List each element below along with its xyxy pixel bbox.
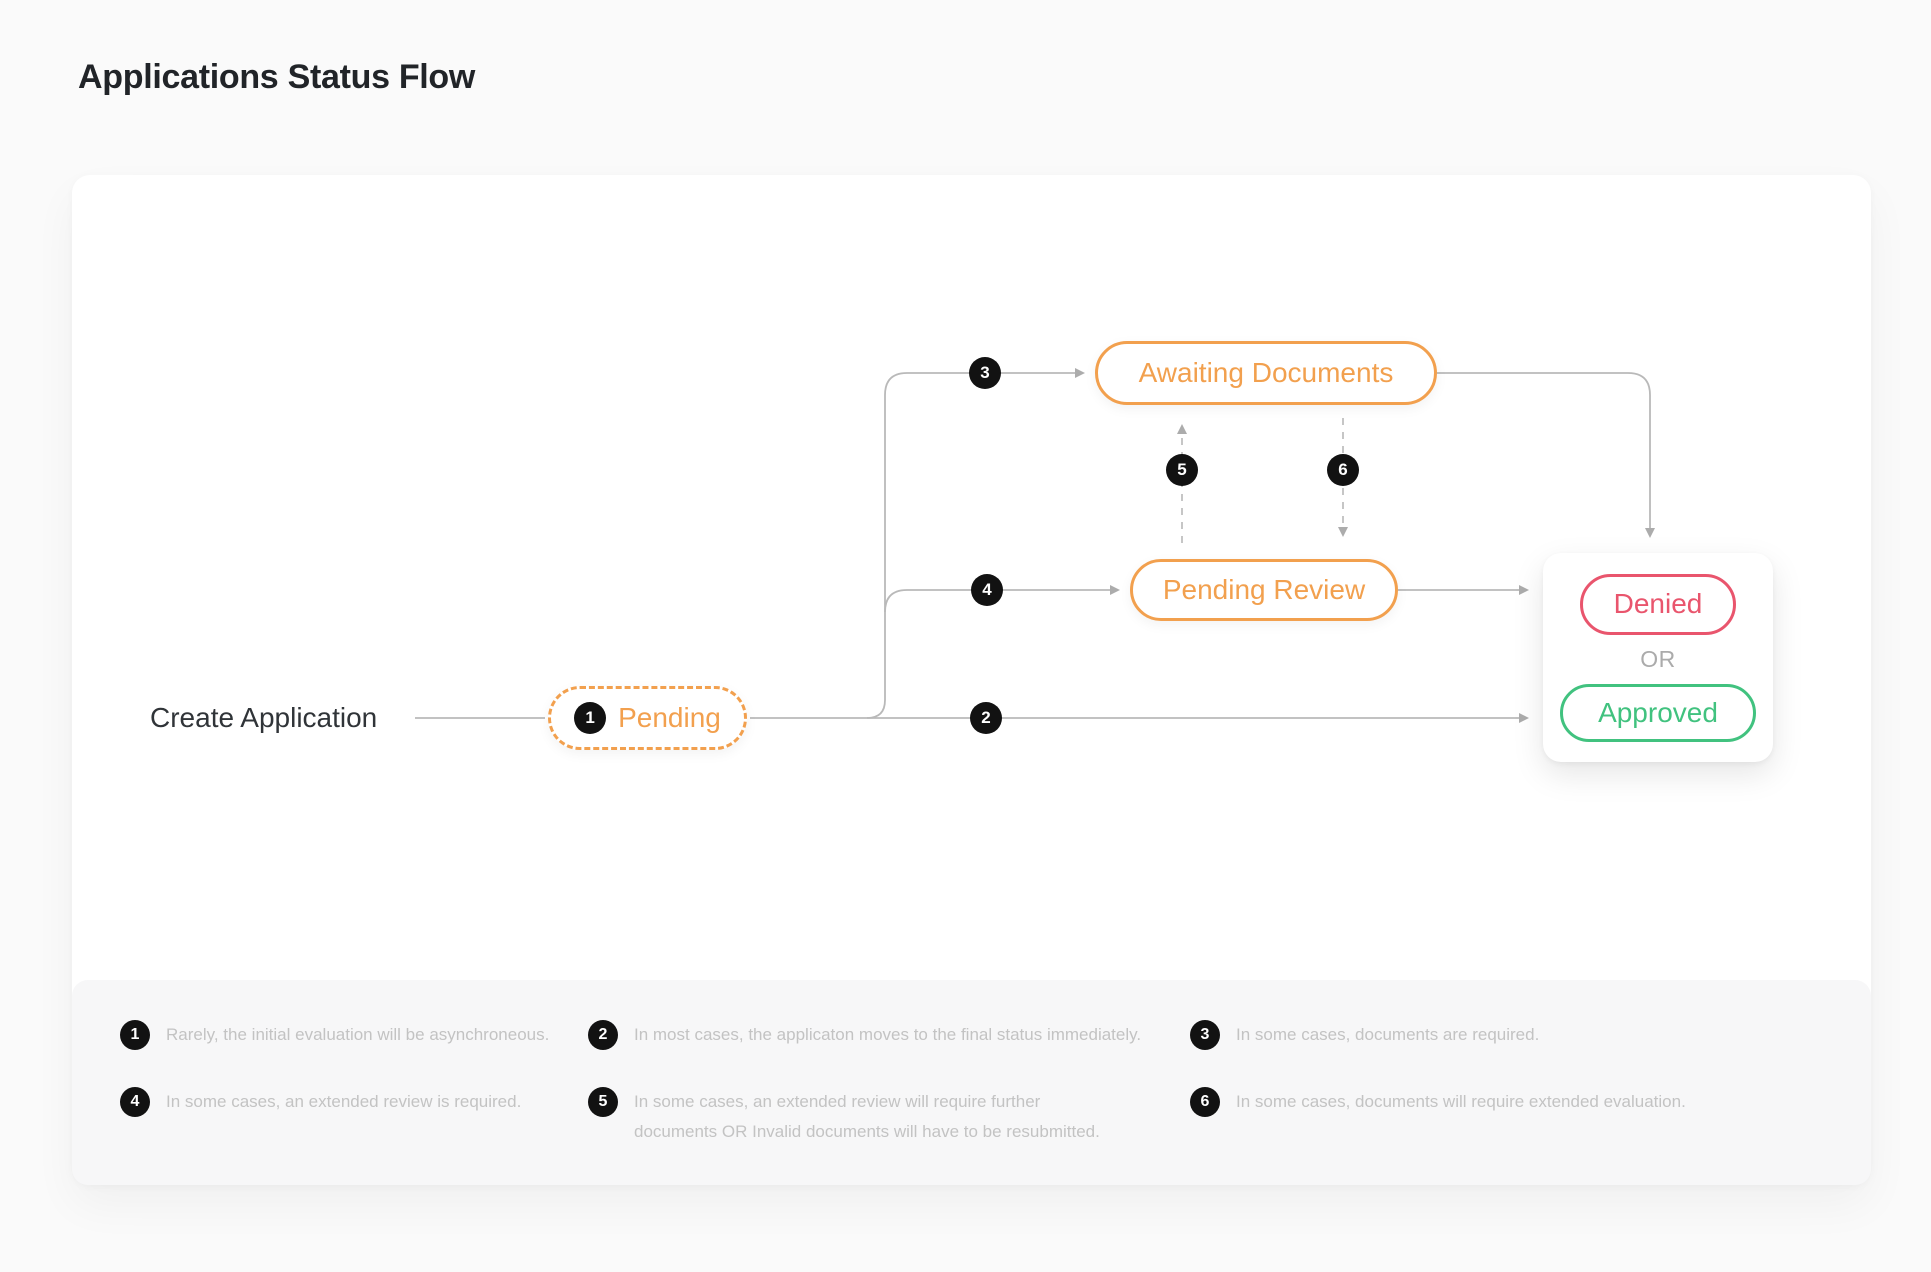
edge-badge-3: 3	[969, 357, 1001, 389]
note-badge-2: 2	[588, 1020, 618, 1050]
note-text-5: In some cases, an extended review will r…	[634, 1092, 1100, 1141]
or-label: OR	[1640, 645, 1676, 672]
note-text-2: In most cases, the applicaton moves to t…	[634, 1025, 1142, 1044]
node-awaiting-documents: Awaiting Documents	[1095, 341, 1437, 405]
edge-badge-5: 5	[1166, 454, 1198, 486]
legend-note-5: 5 In some cases, an extended review will…	[588, 1087, 1100, 1147]
note-text-4: In some cases, an extended review is req…	[166, 1092, 522, 1111]
legend-note-3: 3 In some cases, documents are required.	[1190, 1020, 1539, 1050]
legend-note-1: 1 Rarely, the initial evaluation will be…	[120, 1020, 549, 1050]
node-awaiting-documents-label: Awaiting Documents	[1138, 357, 1394, 388]
note-badge-6: 6	[1190, 1087, 1220, 1117]
legend-note-2: 2 In most cases, the applicaton moves to…	[588, 1020, 1141, 1050]
edge-badge-2: 2	[970, 702, 1002, 734]
note-text-6: In some cases, documents will require ex…	[1236, 1092, 1686, 1111]
note-badge-4: 4	[120, 1087, 150, 1117]
note-text-3: In some cases, documents are required.	[1236, 1025, 1540, 1044]
node-pending: 1 Pending	[548, 686, 747, 750]
node-approved: Approved	[1560, 683, 1756, 742]
note-badge-3: 3	[1190, 1020, 1220, 1050]
flow-board: Create Application 1 Pending Awaiting Do…	[72, 175, 1871, 1185]
node-denied: Denied	[1580, 573, 1736, 635]
legend-panel	[72, 980, 1871, 1185]
node-pending-review: Pending Review	[1130, 559, 1398, 621]
page-title: Applications Status Flow	[78, 58, 476, 96]
result-card: Denied OR Approved	[1543, 553, 1773, 762]
legend-note-4: 4 In some cases, an extended review is r…	[120, 1087, 521, 1117]
note-badge-5: 5	[588, 1087, 618, 1117]
node-pending-review-label: Pending Review	[1162, 574, 1366, 605]
node-pending-label: Pending	[618, 702, 721, 733]
badge-1: 1	[574, 702, 607, 734]
legend-note-6: 6 In some cases, documents will require …	[1190, 1087, 1686, 1117]
edge-badge-4: 4	[971, 574, 1003, 606]
flow-connectors	[415, 368, 1655, 723]
start-label: Create Application	[150, 702, 378, 733]
edge-badge-6: 6	[1327, 454, 1359, 486]
note-badge-1: 1	[120, 1020, 150, 1050]
note-text-1: Rarely, the initial evaluation will be a…	[166, 1025, 550, 1044]
